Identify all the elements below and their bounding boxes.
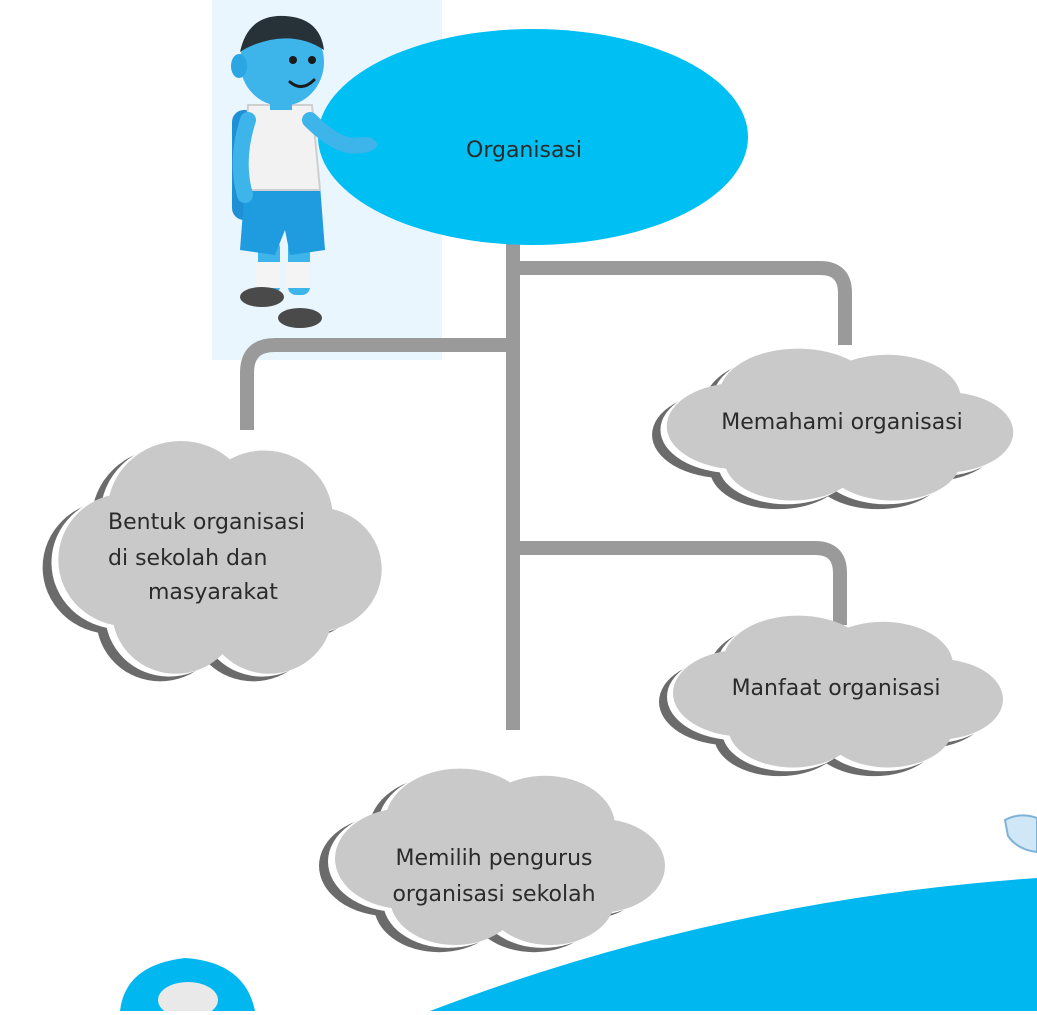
connector-lines	[240, 205, 852, 730]
root-ellipse	[318, 29, 748, 245]
node-bentuk-line3: masyarakat	[148, 580, 278, 605]
connector-memahami	[513, 261, 852, 345]
node-memilih-line1: Memilih pengurus	[395, 846, 593, 871]
node-bentuk-line1: Bentuk organisasi	[108, 510, 306, 535]
node-memilih-line2: organisasi sekolah	[392, 882, 596, 907]
bird-illustration	[1003, 814, 1037, 854]
connector-bentuk	[240, 338, 513, 430]
node-manfaat-label: Manfaat organisasi	[731, 676, 941, 701]
connector-manfaat	[513, 541, 847, 625]
student-character-illustration	[231, 15, 378, 328]
root-label: Organisasi	[466, 138, 582, 163]
node-bentuk-line2: di sekolah dan	[108, 546, 268, 571]
node-memahami-label: Memahami organisasi	[721, 410, 963, 435]
bottom-banner	[120, 878, 1037, 1015]
